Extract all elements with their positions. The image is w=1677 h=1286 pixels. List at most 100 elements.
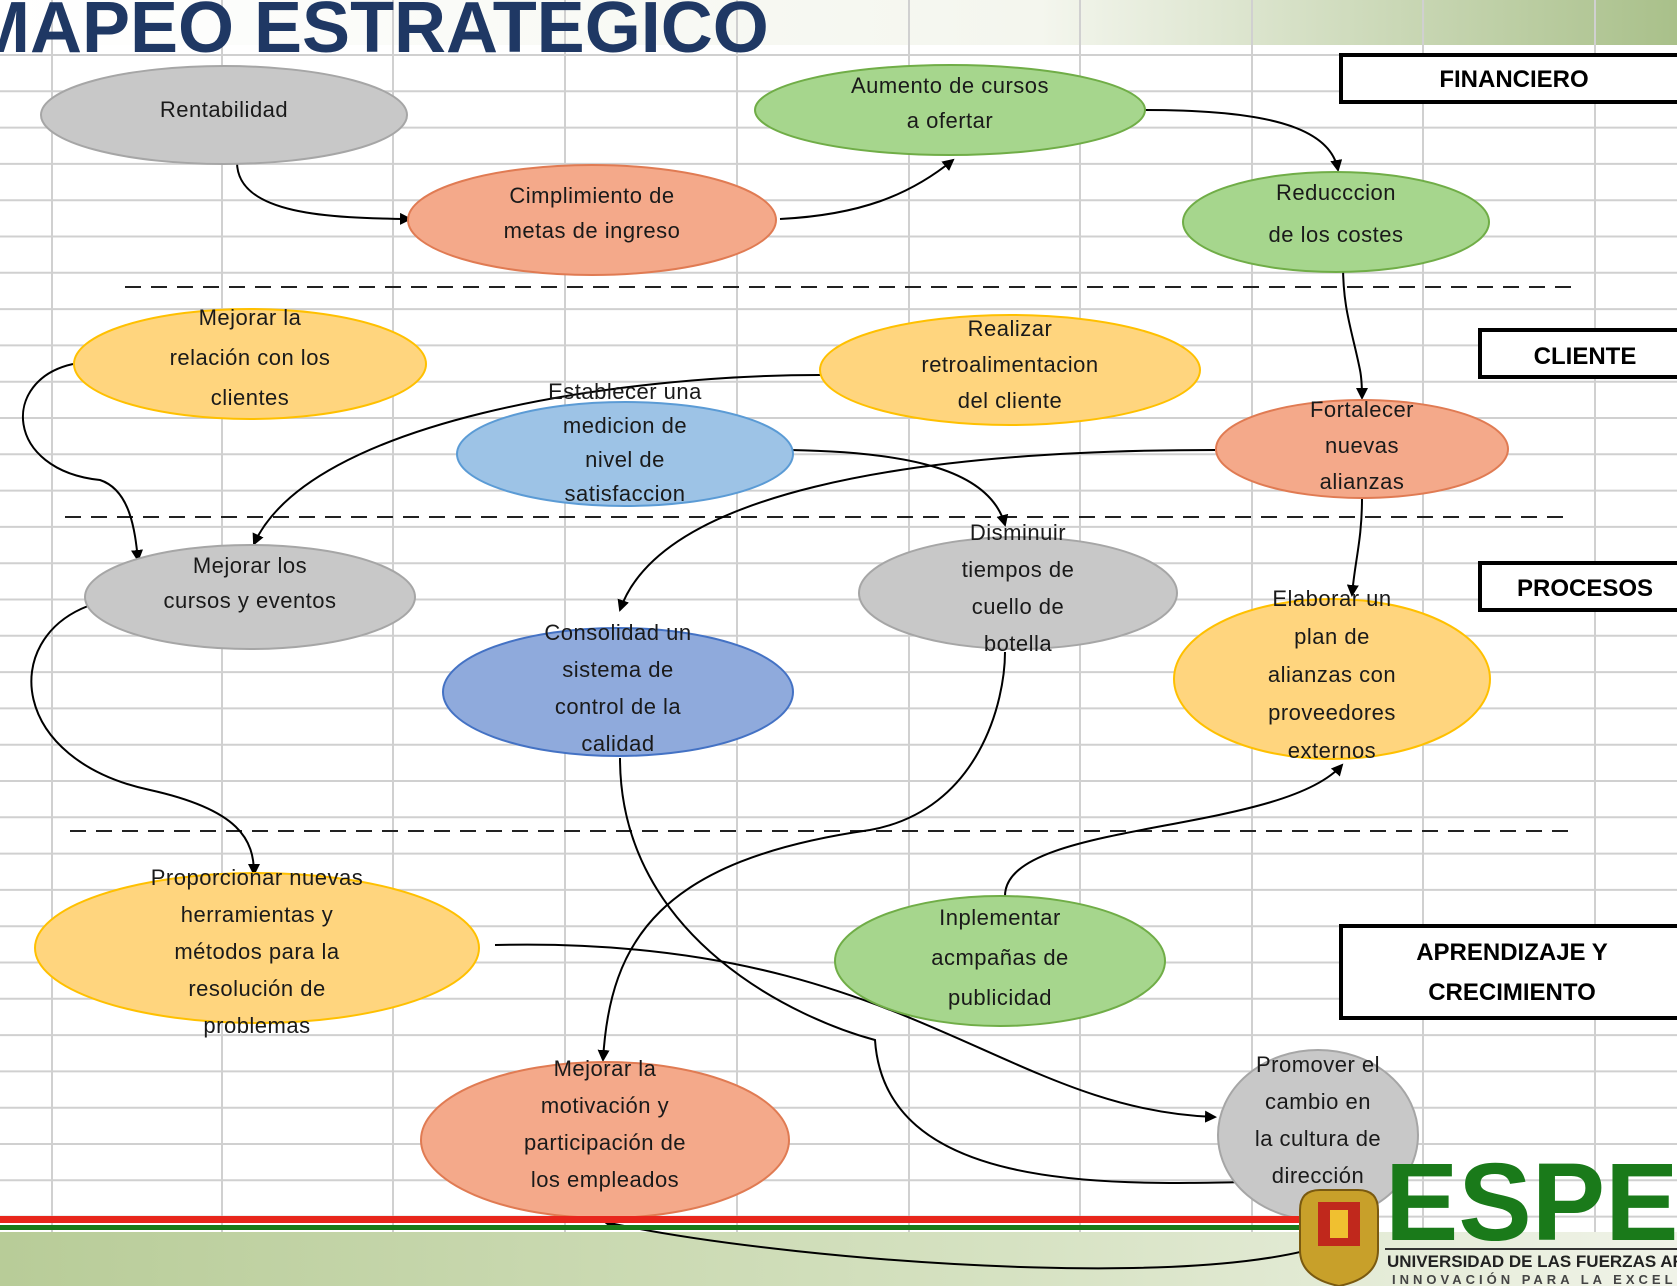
node-label-line: externos <box>1288 738 1376 763</box>
node-label-line: Proporcionar nuevas <box>151 865 364 890</box>
node-label-line: retroalimentacion <box>921 352 1098 377</box>
node-ellipse <box>73 308 427 420</box>
page-title: MAPEO ESTRATEGICO <box>0 0 769 68</box>
node-label-line: cuello de <box>972 594 1065 619</box>
red-stripe <box>0 1216 1330 1223</box>
node-label: Inplementar acmpañas de publicidad <box>931 905 1069 1010</box>
node-label-line: Establecer una <box>548 379 702 404</box>
node-label-line: participación de <box>524 1130 686 1155</box>
connector-n14-to-n12 <box>1004 763 1344 897</box>
node-ellipse <box>858 536 1178 650</box>
node-label-line: herramientas y <box>181 902 334 927</box>
node-label-line: de los costes <box>1269 222 1404 247</box>
brand-wordmark: ESPE <box>1385 1141 1677 1264</box>
perspective-cliente: CLIENTE <box>1478 328 1677 379</box>
node-label-line: alianzas con <box>1268 662 1396 687</box>
node-label: Fortalecer nuevas alianzas <box>1310 397 1414 494</box>
node-label: Reducccion de los costes <box>1269 180 1404 247</box>
node-label-line: resolución de <box>188 976 325 1001</box>
node-label-line: alianzas <box>1320 469 1405 494</box>
node-ellipse <box>1215 399 1509 499</box>
node-label: Promover el cambio en la cultura de direcci… <box>1255 1052 1381 1188</box>
strategy-node-n2: Cimplimiento de metas de ingreso <box>407 164 777 276</box>
node-label-line: Disminuir <box>970 520 1066 545</box>
node-label-line: Inplementar <box>939 905 1061 930</box>
header-band <box>0 0 1677 45</box>
strategy-node-n12: Elaborar un plan de alianzas con proveedore… <box>1173 586 1491 763</box>
perspective-label: CLIENTE <box>1534 343 1637 370</box>
node-label-line: calidad <box>581 731 654 756</box>
node-label-line: dirección <box>1272 1163 1365 1188</box>
perspective-label: FINANCIERO <box>1439 66 1588 93</box>
node-label: Elaborar un plan de alianzas con proveedore… <box>1268 586 1396 763</box>
node-label-line: nuevas <box>1325 433 1399 458</box>
node-label: Mejorar la motivación y participación de lo… <box>524 1056 686 1192</box>
connector-n4-to-n8 <box>1342 264 1368 400</box>
node-label-line: sistema de <box>562 657 673 682</box>
node-ellipse <box>834 895 1166 1027</box>
node-label-line: Reducccion <box>1276 180 1396 205</box>
node-label-line: Rentabilidad <box>160 97 288 122</box>
perspective-procesos: PROCESOS <box>1478 561 1677 612</box>
node-ellipse <box>1182 171 1490 273</box>
connector-n13-to-n16 <box>494 943 1217 1123</box>
node-ellipse <box>819 314 1201 426</box>
connector-n8-to-n12 <box>1346 497 1363 597</box>
node-label-line: Mejorar la <box>554 1056 657 1081</box>
strategy-node-n8: Fortalecer nuevas alianzas <box>1215 397 1509 499</box>
node-label-line: plan de <box>1294 624 1370 649</box>
node-label-line: acmpañas de <box>931 945 1069 970</box>
node-label-line: medicion de <box>563 413 687 438</box>
node-ellipse <box>456 401 794 507</box>
connector-n3-to-n4 <box>1144 109 1343 172</box>
slogan: INNOVACIÓN PARA LA EXCELENCIA <box>1392 1272 1677 1286</box>
strategy-node-n14: Inplementar acmpañas de publicidad <box>834 895 1166 1027</box>
node-label-line: proveedores <box>1268 700 1396 725</box>
node-label-line: metas de ingreso <box>504 218 681 243</box>
node-label-line: Promover el <box>1256 1052 1380 1077</box>
connector-n8-to-n11 <box>617 449 1216 612</box>
connector-n1-to-n2 <box>236 161 412 225</box>
node-label-line: relación con los <box>170 345 331 370</box>
node-label-line: los empleados <box>531 1167 679 1192</box>
perspective-financiero: FINANCIERO <box>1339 53 1677 104</box>
node-label-line: botella <box>984 631 1053 656</box>
connector-n10-to-n15 <box>597 651 1006 1062</box>
node-ellipse <box>40 65 408 165</box>
green-stripe <box>0 1225 1330 1230</box>
connector-n6-to-n9 <box>252 374 821 546</box>
node-label-line: publicidad <box>948 985 1052 1010</box>
strategy-node-n15: Mejorar la motivación y participación de lo… <box>420 1056 790 1219</box>
strategy-node-n4: Reducccion de los costes <box>1182 171 1490 273</box>
perspective-label: PROCESOS <box>1517 575 1653 602</box>
node-label-line: nivel de <box>585 447 665 472</box>
node-ellipse <box>1173 598 1491 760</box>
node-label-line: motivación y <box>541 1093 669 1118</box>
strategy-node-n13: Proporcionar nuevas herramientas y métodos… <box>34 865 480 1038</box>
node-ellipse <box>84 544 416 650</box>
node-label-line: cambio en <box>1265 1089 1371 1114</box>
connector-n7-to-n10 <box>789 449 1009 527</box>
strategy-node-n7: Establecer una medicion de nivel de satisfa… <box>456 379 794 507</box>
node-label-line: Fortalecer <box>1310 397 1414 422</box>
footer-band <box>0 1232 1677 1286</box>
node-label-line: cursos y eventos <box>163 588 336 613</box>
node-label-line: Mejorar la <box>199 305 302 330</box>
node-label-line: métodos para la <box>174 939 340 964</box>
node-label-line: Cimplimiento de <box>509 183 674 208</box>
node-label-line: la cultura de <box>1255 1126 1381 1151</box>
node-label-line: Elaborar un <box>1272 586 1391 611</box>
node-ellipse <box>34 872 480 1024</box>
node-label-line: satisfaccion <box>565 481 686 506</box>
